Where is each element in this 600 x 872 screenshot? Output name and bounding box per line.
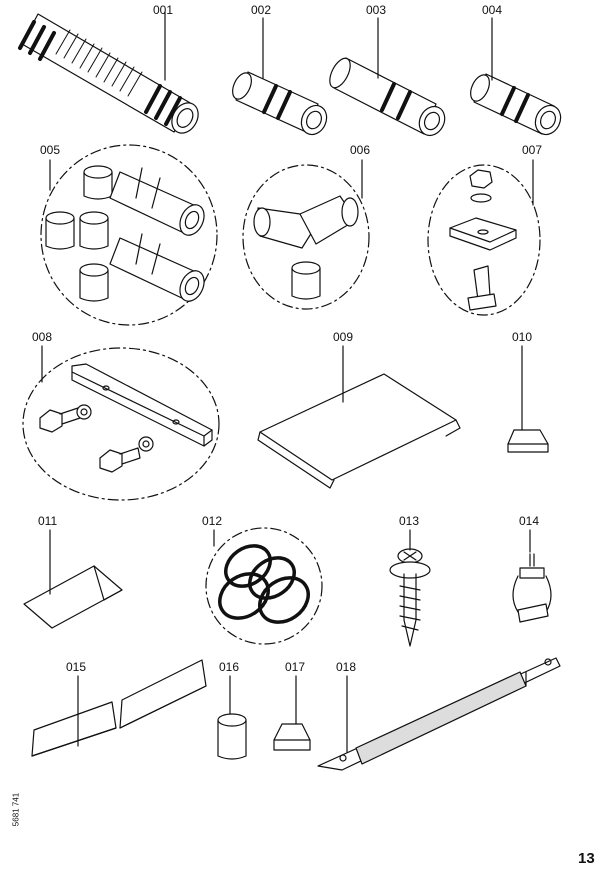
part-label-018: 018 (336, 660, 357, 674)
part-002-connector (229, 18, 331, 139)
part-label-016: 016 (219, 660, 240, 674)
part-004-connector (467, 18, 565, 139)
part-label-005: 005 (40, 143, 61, 157)
part-label-002: 002 (251, 3, 272, 17)
part-label-006: 006 (350, 143, 371, 157)
part-label-015: 015 (66, 660, 87, 674)
part-label-017: 017 (285, 660, 306, 674)
part-017-foot (274, 676, 310, 750)
part-label-008: 008 (32, 330, 53, 344)
part-005-fittings-set (41, 145, 217, 325)
part-015-angle-pair (32, 660, 206, 756)
part-011-angle (24, 530, 122, 628)
part-label-014: 014 (519, 514, 540, 528)
page-number: 13 (578, 850, 595, 867)
part-003-connector (326, 18, 450, 140)
part-018-rail (318, 658, 560, 770)
part-label-010: 010 (512, 330, 533, 344)
part-006-elbow (243, 160, 369, 309)
part-012-o-rings (206, 528, 322, 644)
document-code: 5681 741 (11, 792, 21, 827)
part-label-004: 004 (482, 3, 503, 17)
part-007-bolt-plate (428, 160, 540, 315)
part-013-screw (390, 530, 430, 646)
part-label-007: 007 (522, 143, 543, 157)
part-016-sleeve (218, 676, 246, 759)
part-label-003: 003 (366, 3, 387, 17)
part-014-clamp (513, 530, 551, 622)
part-008-rail-bolts (23, 346, 219, 500)
part-label-011: 011 (38, 514, 58, 528)
part-001-flex-hose (20, 12, 203, 138)
part-009-tray (258, 346, 460, 488)
part-label-013: 013 (399, 514, 420, 528)
part-label-001: 001 (153, 3, 174, 17)
part-label-012: 012 (202, 514, 223, 528)
part-010-foot (508, 346, 548, 452)
part-label-009: 009 (333, 330, 354, 344)
